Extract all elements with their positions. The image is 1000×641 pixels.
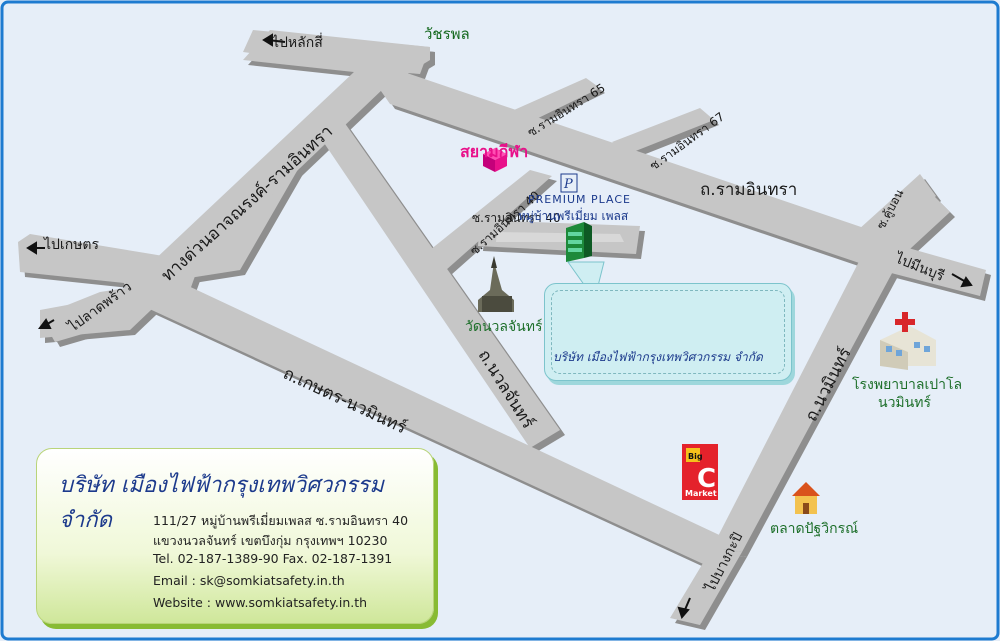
company-location-bubble: บริษัท เมืองไฟฟ้ากรุงเทพวิศวกรรม จำกัด (544, 283, 792, 381)
road-shape (243, 30, 430, 74)
road-network (18, 30, 986, 625)
road-shape (40, 72, 384, 338)
road-label-ramintra: ถ.รามอินทรา (700, 180, 798, 200)
place-premium-place-th: หมู่บ้านพรีเมี่ยม เพลส (518, 209, 629, 223)
place-hospital-line2: นวมินทร์ (878, 395, 931, 411)
road-shape (872, 240, 986, 296)
card-address-line1: 111/27 หมู่บ้านพรีเมี่ยมเพลส ซ.รามอินทรา… (153, 513, 409, 528)
road-shape (120, 268, 730, 568)
temple-icon (478, 256, 514, 312)
arrow-right-icon (960, 276, 973, 288)
premium-place-logo-icon: P (560, 173, 578, 193)
office-building-icon (566, 222, 592, 262)
bubble-dashed-border (551, 290, 785, 374)
card-phone: Tel. 02-187-1389-90 Fax. 02-187-1391 (153, 551, 393, 566)
place-siam-kila: สยามกีฬา (460, 142, 529, 161)
big-c-market: Market (685, 489, 717, 498)
bubble-company-name: บริษัท เมืองไฟฟ้ากรุงเทพวิศวกรรม จำกัด (553, 350, 763, 364)
card-company-name: บริษัท เมืองไฟฟ้ากรุงเทพวิศวกรรม จำกัด (59, 473, 384, 533)
card-email[interactable]: Email : sk@somkiatsafety.in.th (153, 573, 345, 588)
big-c-top: Big (688, 452, 703, 461)
road-shape (514, 78, 600, 122)
arrow-left-icon (26, 241, 37, 255)
card-address-line2: แขวงนวลจันทร์ เขตบึงกุ่ม กรุงเทพฯ 10230 (153, 533, 388, 548)
arrow-down-icon (677, 606, 690, 619)
direction-arrows (26, 33, 973, 619)
svg-text:P: P (563, 177, 573, 192)
direction-to-lak-si: ไปหลักสี่ (272, 35, 323, 51)
card-website[interactable]: Website : www.somkiatsafety.in.th (153, 595, 368, 610)
place-wat-nuanchan: วัดนวลจันทร์ (465, 319, 543, 335)
road-shape (612, 108, 714, 154)
road-shape (420, 170, 552, 270)
road-shape (858, 174, 936, 250)
road-shape (712, 240, 898, 552)
road-shape (670, 548, 742, 625)
road-shape (372, 70, 950, 270)
siam-kila-cube-icon (483, 148, 507, 172)
big-c-letter: C (697, 464, 716, 494)
place-premium-place-en: PREMIUM PLACE (528, 193, 631, 206)
arrow-left-icon (262, 33, 273, 47)
company-info-card: บริษัท เมืองไฟฟ้ากรุงเทพวิศวกรรม จำกัด 1… (36, 448, 434, 624)
arrow-left-icon (38, 318, 52, 329)
place-watcharaphon: วัชรพล (424, 25, 470, 43)
direction-to-kaset: ไปเกษตร (44, 237, 100, 253)
place-market: ตลาดปัฐวิกรณ์ (770, 521, 859, 537)
big-c-logo-icon (682, 444, 718, 500)
place-hospital-line1: โรงพยาบาลเปาโล (852, 377, 963, 393)
market-house-icon (792, 482, 820, 514)
hospital-icon (880, 312, 936, 370)
road-shape (318, 122, 560, 448)
road-label-soi-40-horizontal: ซ.รามอินทรา 40 (472, 211, 561, 225)
